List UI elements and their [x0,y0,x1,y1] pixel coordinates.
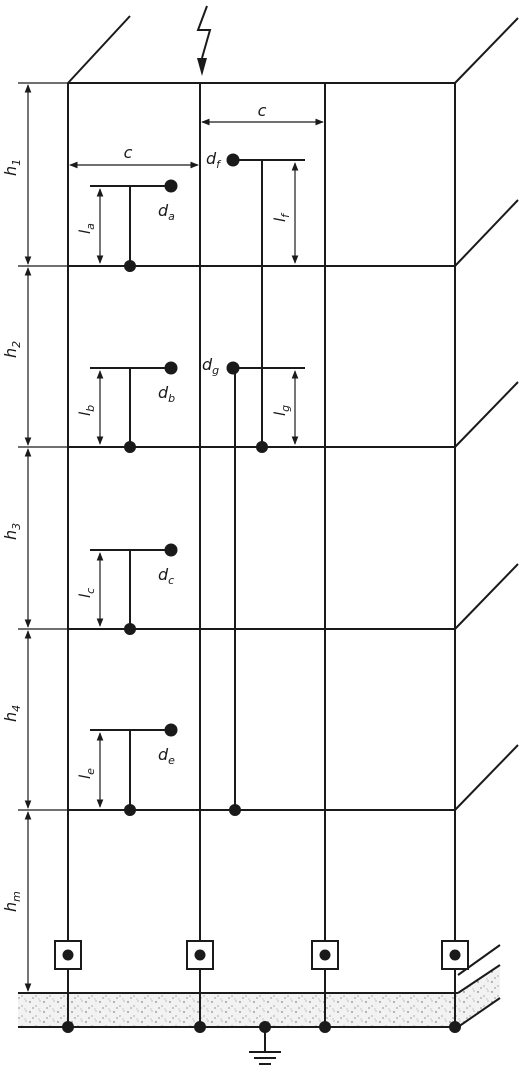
device-label-df: df [206,149,222,171]
earth-dot [62,1021,74,1033]
height-label-h3: h3 [1,523,23,540]
dimension-c-left: c [124,143,133,162]
lightning-icon [196,5,212,76]
bond-dot [124,441,136,453]
bond-dot [124,260,136,272]
device-f [232,159,305,447]
device-dot-g [226,361,240,375]
earth-dot [449,1021,461,1033]
device-label-da: da [158,201,175,223]
test-joint-icon [311,940,339,970]
ground-soil [18,944,501,1028]
earth-dot [194,1021,206,1033]
height-label-h4: h4 [1,705,23,722]
building-frame [67,15,519,1027]
device-g [232,367,305,810]
height-label-hm: hm [1,891,23,912]
connection-points [62,153,461,1033]
bond-dot [256,441,268,453]
length-label-le: le [76,768,97,779]
device-label-dc: dc [158,565,174,587]
device-dot-f [226,153,240,167]
device-label-db: db [158,383,175,405]
test-joint-icon [441,940,469,970]
ground-symbol-icon [249,1027,281,1065]
earth-dot [319,1021,331,1033]
device-dot-e [164,723,178,737]
device-c [90,549,170,629]
device-labels: da db dc de df dg [158,149,222,767]
length-labels: la lb lc le lf lg [76,212,292,779]
length-dimensions [96,162,299,808]
height-label-h2: h2 [1,341,23,358]
bond-dot [124,804,136,816]
length-label-la: la [76,223,97,234]
device-dot-a [164,179,178,193]
device-label-de: de [158,745,175,767]
height-labels: h1 h2 h3 h4 hm [1,159,23,912]
device-b [90,367,170,447]
test-joint-icon [54,940,82,970]
device-a [90,185,170,266]
height-label-h1: h1 [1,159,23,176]
c-dimensions [69,118,324,169]
length-label-lg: lg [271,405,292,416]
test-joints [54,940,469,970]
device-label-dg: dg [202,355,219,377]
height-dimensions [18,82,68,994]
device-e [90,729,170,810]
test-joint-icon [186,940,214,970]
bond-dot [124,623,136,635]
length-label-lb: lb [76,405,97,416]
dimension-c-top: c [258,101,267,120]
device-dot-b [164,361,178,375]
device-dot-c [164,543,178,557]
length-label-lf: lf [271,212,292,222]
length-label-lc: lc [76,588,97,598]
bond-dot [229,804,241,816]
